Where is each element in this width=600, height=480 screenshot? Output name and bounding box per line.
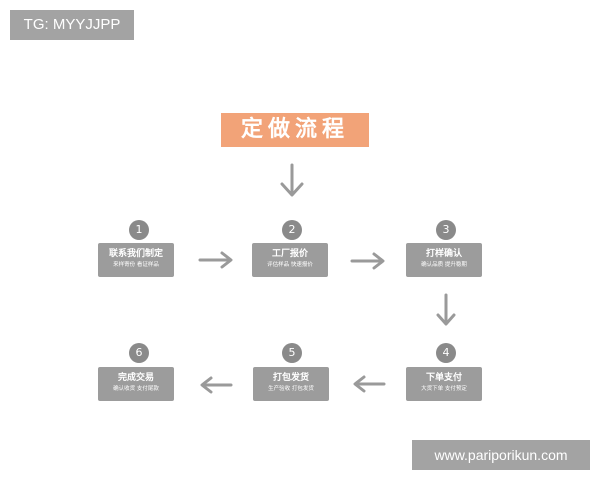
- step-5-title: 打包发货: [272, 373, 309, 383]
- step-3-subtitle: 确认品质 提升稳期: [421, 262, 467, 268]
- step-5-subtitle: 生产验收 打包发货: [268, 386, 314, 392]
- website-watermark: www.pariporikun.com: [412, 440, 590, 470]
- step-1-box: 联系我们制定 来样寄份 看证样品: [98, 243, 174, 277]
- step-6-subtitle: 确认收货 支付尾款: [113, 386, 159, 392]
- arrow-left-5-6-icon: [200, 376, 233, 394]
- process-title: 定做流程: [221, 113, 369, 147]
- step-6-number: 6: [129, 343, 149, 363]
- arrow-right-2-3-icon: [350, 252, 385, 270]
- step-2-subtitle: 评估样品 快速报价: [267, 262, 313, 268]
- arrow-right-1-2-icon: [198, 251, 233, 269]
- tg-label: TG: MYYJJPP: [10, 10, 134, 40]
- step-2-title: 工厂报价: [271, 249, 308, 259]
- step-2-box: 工厂报价 评估样品 快速报价: [252, 243, 328, 277]
- step-4-box: 下单支付 大货下单 支付预定: [406, 367, 482, 401]
- step-2-number: 2: [282, 220, 302, 240]
- step-4-subtitle: 大货下单 支付预定: [421, 386, 467, 392]
- arrow-down-title-icon: [280, 163, 304, 197]
- step-5-number: 5: [282, 343, 302, 363]
- step-1-title: 联系我们制定: [108, 249, 163, 259]
- step-3-box: 打样确认 确认品质 提升稳期: [406, 243, 482, 277]
- step-5-box: 打包发货 生产验收 打包发货: [253, 367, 329, 401]
- step-4-title: 下单支付: [425, 373, 462, 383]
- arrow-left-4-5-icon: [353, 375, 386, 393]
- arrow-down-3-4-icon: [436, 293, 456, 326]
- step-1-subtitle: 来样寄份 看证样品: [113, 262, 159, 268]
- step-3-title: 打样确认: [425, 249, 462, 259]
- step-3-number: 3: [436, 220, 456, 240]
- step-6-box: 完成交易 确认收货 支付尾款: [98, 367, 174, 401]
- step-6-title: 完成交易: [117, 373, 154, 383]
- step-4-number: 4: [436, 343, 456, 363]
- step-1-number: 1: [129, 220, 149, 240]
